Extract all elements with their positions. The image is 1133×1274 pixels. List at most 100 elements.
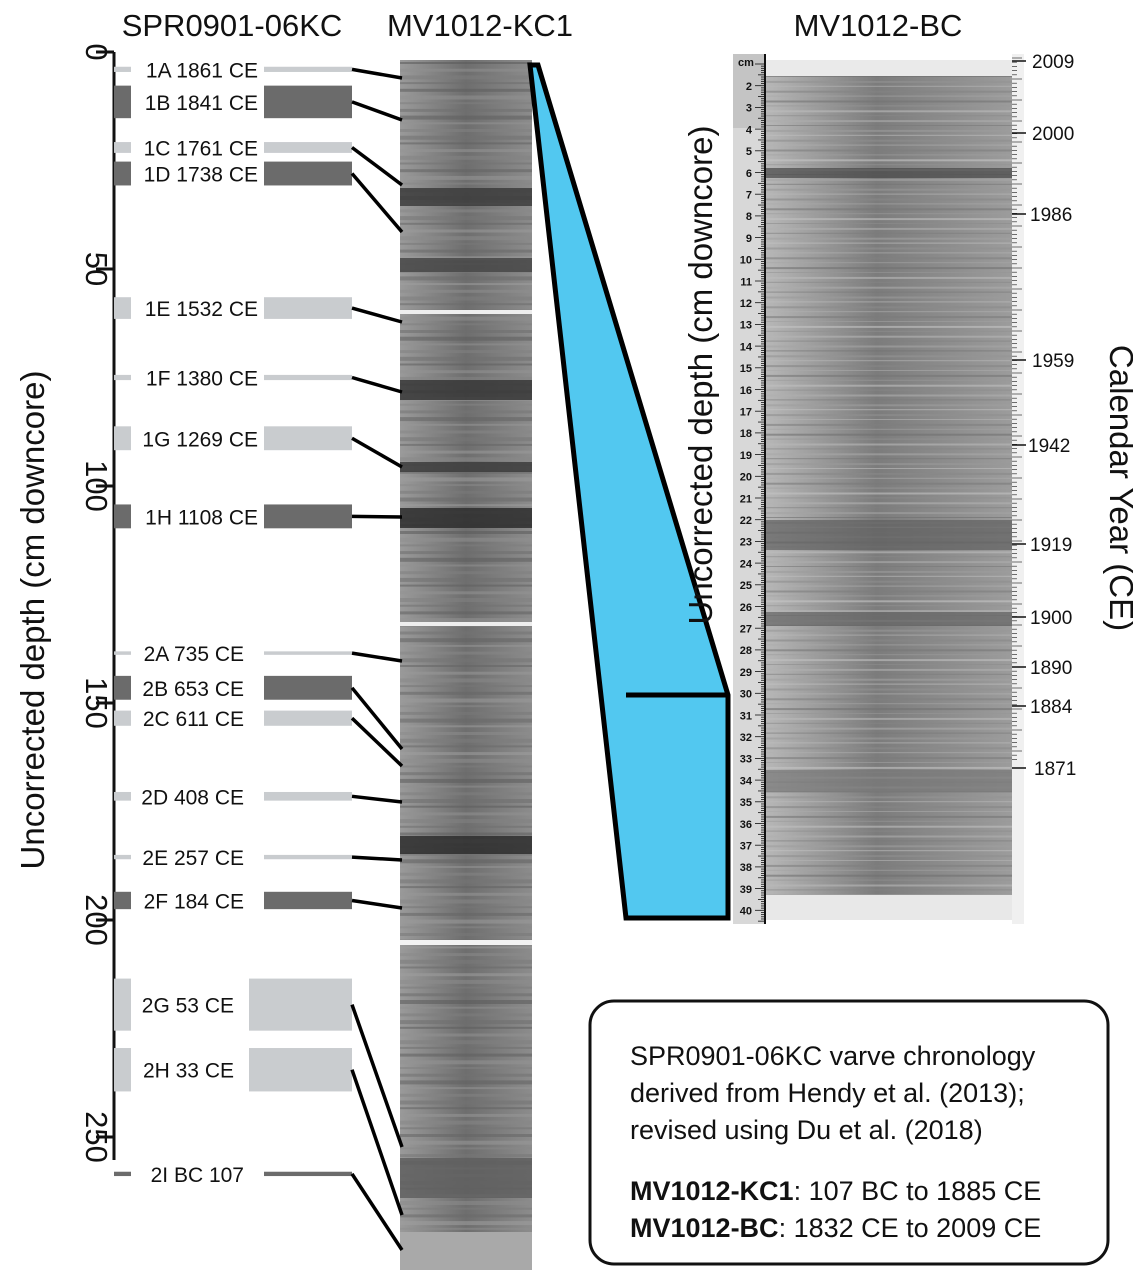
layer-1C-bar [264,142,352,153]
layer-2C-axis-mark [114,710,131,726]
ruler-cm-label: 30 [740,689,752,701]
layer-1G-label: 1G 1269 CE [142,428,258,451]
layer-1D-tie-line [350,172,404,234]
layer-2G-label: 2G 53 CE [142,995,234,1018]
ruler-cm-label: 9 [746,233,752,245]
left-axis-tick-label: 100 [79,460,114,512]
layer-1D-label: 1D 1738 CE [144,164,258,187]
layer-2A-tie-line [351,651,403,663]
note-kc1-name: MV1012-KC1 [630,1176,794,1206]
layer-1G-tie-line [351,436,403,469]
ruler-cm-label: 25 [740,580,752,592]
layer-2F-tie-line [351,898,403,910]
layer-2F-axis-mark [114,891,131,910]
layer-2H-bar [249,1048,352,1092]
ruler-cm-label: 26 [740,602,752,614]
layer-1G-axis-mark [114,426,131,451]
layer-1A-label: 1A 1861 CE [146,59,258,82]
note-line-2: derived from Hendy et al. (2013); [630,1078,1025,1108]
layer-2I-bar [264,1171,352,1177]
ruler-cm-label: 16 [740,385,752,397]
layer-1A-bar [264,66,352,72]
ruler-cm-label: 8 [746,211,752,223]
layer-1B-bar [264,85,352,119]
ruler-cm-label: 38 [740,862,752,874]
layer-1B-label: 1B 1841 CE [145,92,258,115]
layer-2A-axis-mark [114,651,131,655]
layer-1A-tie-line [351,67,403,80]
calendar-year-label: 1900 [1030,608,1072,629]
layer-1E-tie-line [351,306,403,324]
layer-2C-bar [264,710,352,726]
ruler-cm-label: 28 [740,645,752,657]
ruler-cm-label: 5 [746,146,752,158]
layer-1H-tie-line [351,514,403,519]
ruler-cm-label: 22 [740,515,752,527]
layer-1H-bar [264,504,352,529]
layer-2F-label: 2F 184 CE [144,890,244,913]
layer-2B-bar [264,675,352,700]
layer-2I-label: 2I BC 107 [151,1164,244,1187]
note-kc1-dates: : 107 BC to 1885 CE [794,1176,1042,1206]
ruler-cm-label: 37 [740,841,752,853]
ruler-cm-label: 33 [740,754,752,766]
left-axis-tick-label: 150 [79,677,114,729]
kc1-core-image [400,60,532,1270]
layer-2B-tie-line [350,686,404,751]
ruler-cm-label: 24 [740,558,753,570]
calendar-year-label: 1890 [1030,658,1072,679]
ruler-cm-label: 12 [740,298,752,310]
calendar-year-label: 1919 [1030,535,1072,556]
correlation-lines [350,67,404,1251]
ruler-cm-label: 27 [740,624,752,636]
spr-title: SPR0901-06KC [122,8,343,43]
layer-1E-label: 1E 1532 CE [145,298,258,321]
note-bc-dates: : 1832 CE to 2009 CE [779,1213,1042,1243]
layer-2C-tie-line [350,716,404,768]
ruler-cm-label: 19 [740,450,752,462]
layer-2A-label: 2A 735 CE [144,643,244,666]
left-axis-tick-label: 0 [79,43,114,60]
layer-2E-axis-mark [114,854,131,860]
layer-2C-label: 2C 611 CE [143,708,244,731]
layer-1D-axis-mark [114,161,131,186]
bc-ruler: cm 2345678910111213141516171819202122232… [733,54,766,924]
layer-1G-bar [264,426,352,451]
bc-depth-axis-label: Uncorrected depth (cm downcore) [682,126,719,625]
bc-correlation-wedge [527,62,731,921]
layer-2D-tie-line [351,794,403,804]
chronology-note: SPR0901-06KC varve chronology derived fr… [588,999,1110,1266]
ruler-cm-label: 40 [740,906,752,918]
ruler-cm-label: 23 [740,537,752,549]
layer-1E-bar [264,297,352,319]
left-axis-tick-label: 250 [79,1111,114,1163]
left-axis-tick-label: 50 [79,252,114,286]
bc-core-image [766,60,1012,920]
layer-1E-axis-mark [114,297,131,319]
layer-2B-label: 2B 653 CE [142,678,244,701]
layer-1C-axis-mark [114,142,131,153]
note-bc-range: MV1012-BC: 1832 CE to 2009 CE [630,1213,1041,1243]
layer-1H-axis-mark [114,504,131,529]
layer-2H-tie-line [350,1069,404,1216]
ruler-cm-label: 4 [746,124,753,136]
calendar-year-label: 2009 [1032,52,1074,73]
ruler-cm-label: 20 [740,472,752,484]
ruler-cm-label: 15 [740,363,752,375]
layer-2D-label: 2D 408 CE [141,786,244,809]
ruler-cm-label: 31 [740,710,752,722]
layer-2A-bar [264,651,352,655]
layer-1B-axis-mark [114,85,131,119]
ruler-cm-label: 3 [746,103,752,115]
note-kc1-range: MV1012-KC1: 107 BC to 1885 CE [630,1176,1041,1206]
left-axis-label: Uncorrected depth (cm downcore) [14,371,51,870]
ruler-unit: cm [738,57,754,69]
note-bc-name: MV1012-BC [630,1213,779,1243]
ruler-cm-label: 2 [746,81,752,93]
calendar-year-label: 1942 [1028,436,1070,457]
calendar-year-label: 1959 [1032,351,1074,372]
layer-2I-tie-line [350,1172,404,1251]
layer-2D-bar [264,791,352,801]
